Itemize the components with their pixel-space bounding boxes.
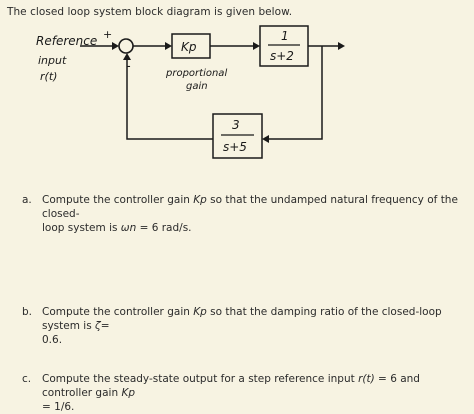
question-a-kp: Kp [193,194,207,206]
kp-caption-gain: gain [186,81,208,92]
feedback-numerator: 3 [232,118,240,132]
question-b-line2: 0.6. [42,334,63,346]
question-b-text: Compute the controller gain Kp so that t… [42,305,462,347]
kp-caption-proportional: proportional [165,68,227,79]
plant-arrowhead [253,42,260,50]
question-b-line1-pre: Compute the controller gain [42,306,194,318]
intro-text: The closed loop system block diagram is … [7,6,293,18]
question-c-letter: c. [22,373,32,385]
feedback-to-sum-arrowhead [123,53,131,60]
question-b-zeta: ζ [95,320,101,332]
question-c-line2: = 1/6. [42,401,75,413]
question-b-equals: = [100,320,110,332]
feedback-path-right [269,46,323,140]
minus-sign: - [126,59,131,74]
block-diagram: Reference input r(t) + - Kp proportional… [36,25,345,159]
plant-numerator: 1 [281,29,289,43]
input-arrowhead [112,42,119,50]
feedback-arrowhead [262,135,269,143]
kp-arrowhead [165,42,172,50]
question-a-line2-post: = 6 rad/s. [136,222,192,234]
question-a-line2-pre: loop system is [42,222,121,234]
feedback-block [212,113,263,159]
question-b-letter: b. [22,306,33,318]
input-label-reference: Reference [36,34,97,48]
question-c-text: Compute the steady-state output for a st… [42,372,462,414]
kp-label: Kp [181,40,197,54]
question-a-text: Compute the controller gain Kp so that t… [42,193,462,235]
question-c-line1-post: = 6 and controller gain [42,373,420,399]
plus-sign: + [103,28,112,41]
question-c-rt: r(t) [358,373,375,385]
input-label-input: input [38,54,67,67]
question-a-line1-pre: Compute the controller gain [42,194,194,206]
output-arrowhead [338,42,345,50]
question-b-line1-post: so that the damping ratio of the closed-… [42,306,442,332]
summing-junction [118,38,134,54]
question-c-line1-pre: Compute the steady-state output for a st… [42,373,359,385]
input-label-rt: r(t) [40,70,57,83]
feedback-path-left [126,60,213,140]
question-a-letter: a. [22,194,32,206]
feedback-denominator: s+5 [223,140,247,154]
question-c-kp: Kp [121,387,135,399]
plant-denominator: s+2 [270,49,294,63]
question-a-omega: ωn [120,222,137,234]
question-a-line1-post: so that the undamped natural frequency o… [42,194,458,220]
question-b-kp: Kp [193,306,207,318]
